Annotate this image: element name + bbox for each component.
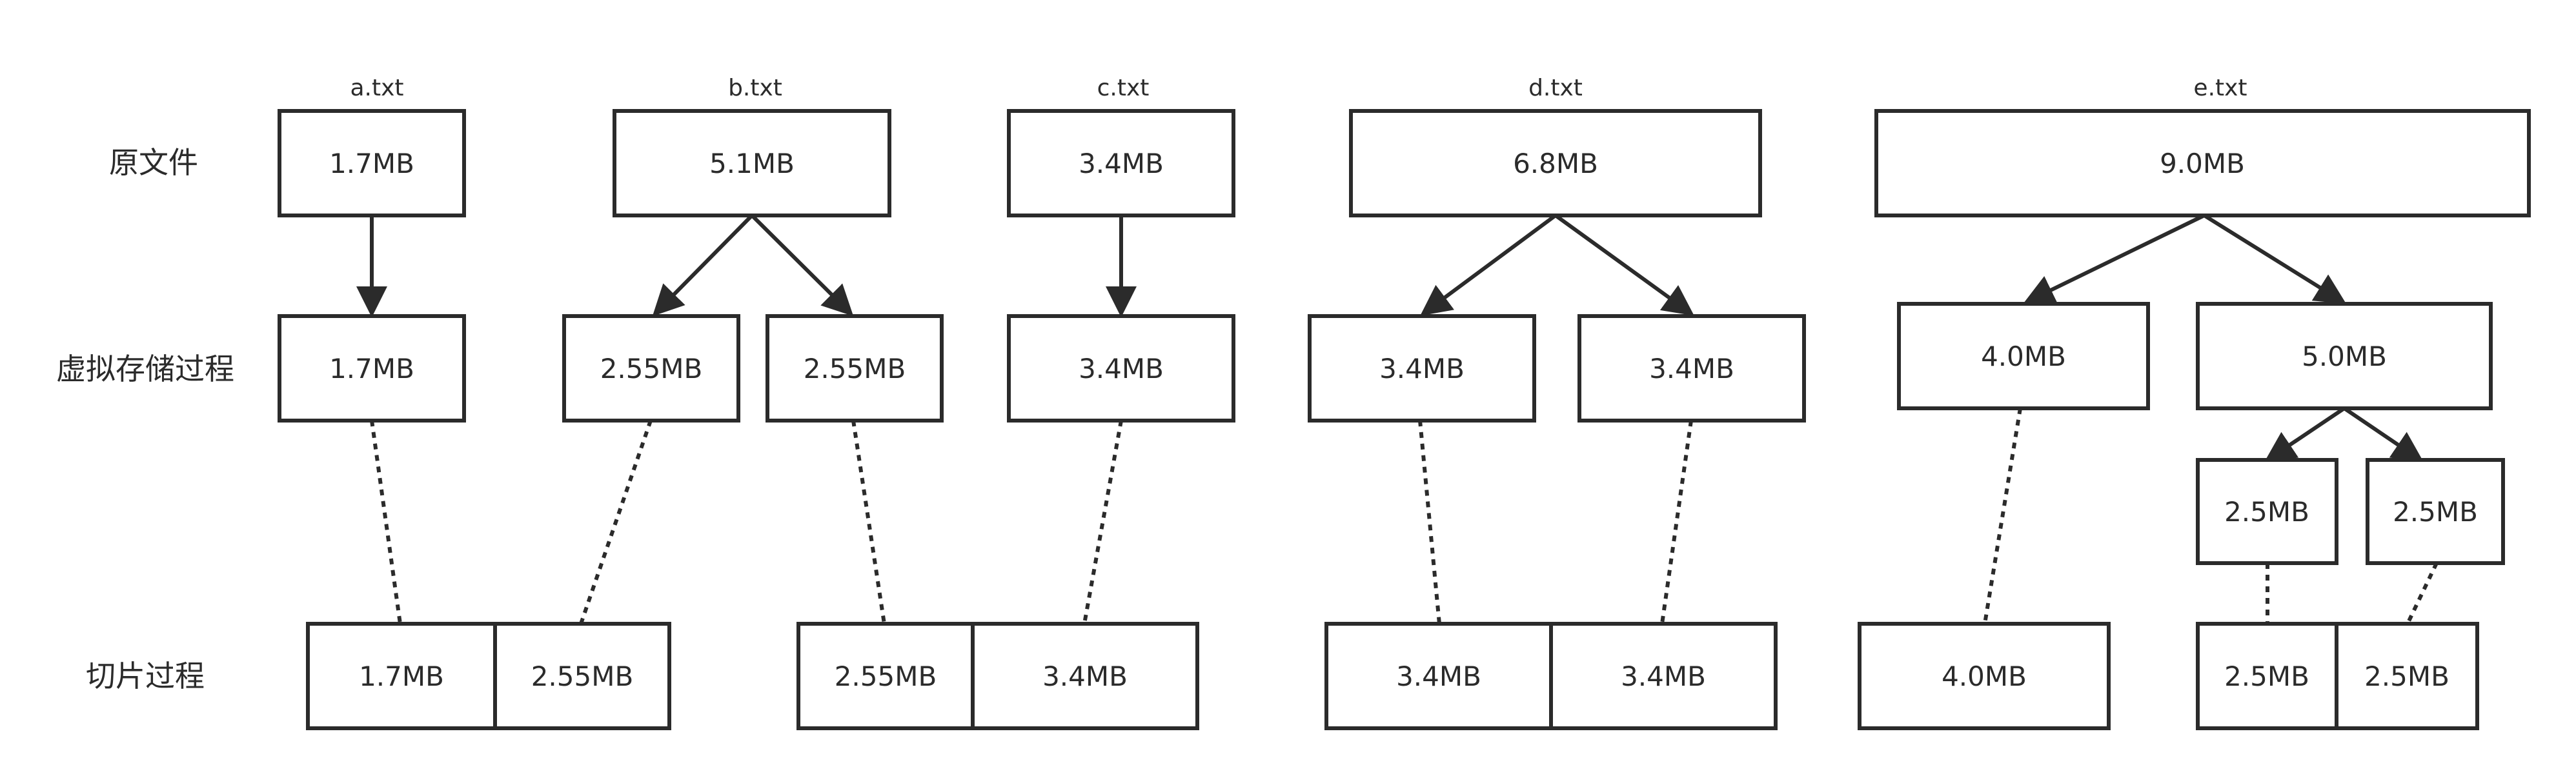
slice-size: 3.4MB bbox=[1396, 661, 1481, 692]
virtual-box bbox=[278, 314, 466, 423]
file-b: b.txt 5.1MB 2.55MB 2.55MB bbox=[562, 75, 944, 423]
virtual-size: 2.55MB bbox=[804, 353, 906, 384]
slice-group: 4.0MB bbox=[1858, 622, 2111, 730]
file-name: b.txt bbox=[728, 75, 782, 101]
original-box bbox=[613, 109, 891, 217]
virtual-size: 4.0MB bbox=[1981, 341, 2066, 372]
slice-box bbox=[1549, 622, 1778, 730]
slice-size: 2.55MB bbox=[835, 661, 937, 692]
original-box bbox=[1349, 109, 1762, 217]
row-label-virtual: 虚拟存储过程 bbox=[56, 352, 234, 386]
slice-group: 1.7MB 2.55MB bbox=[306, 622, 671, 730]
sub-split-box bbox=[2196, 458, 2338, 565]
slice-box bbox=[2335, 622, 2479, 730]
original-box bbox=[278, 109, 466, 217]
file-name: d.txt bbox=[1528, 75, 1583, 101]
slice-box bbox=[1324, 622, 1553, 730]
slice-size: 2.55MB bbox=[531, 661, 634, 692]
virtual-size: 2.55MB bbox=[600, 353, 703, 384]
slice-box bbox=[971, 622, 1199, 730]
row-label-original: 原文件 bbox=[109, 145, 198, 180]
virtual-size: 5.0MB bbox=[2302, 341, 2387, 372]
slice-box bbox=[306, 622, 497, 730]
slice-box bbox=[796, 622, 975, 730]
original-size: 9.0MB bbox=[2160, 148, 2245, 179]
virtual-box bbox=[1577, 314, 1806, 423]
virtual-size: 3.4MB bbox=[1379, 353, 1465, 384]
sub-split-box bbox=[2366, 458, 2505, 565]
file-name: a.txt bbox=[350, 75, 403, 101]
slice-box bbox=[493, 622, 671, 730]
virtual-size: 1.7MB bbox=[329, 353, 414, 384]
virtual-size: 3.4MB bbox=[1649, 353, 1734, 384]
mapping-lines bbox=[370, 408, 2439, 625]
slice-group: 2.5MB 2.5MB bbox=[2196, 622, 2479, 730]
original-size: 6.8MB bbox=[1513, 148, 1598, 179]
slice-size: 4.0MB bbox=[1942, 661, 2027, 692]
file-name: e.txt bbox=[2193, 75, 2247, 101]
original-size: 3.4MB bbox=[1079, 148, 1164, 179]
file-d: d.txt 6.8MB 3.4MB 3.4MB bbox=[1308, 75, 1806, 423]
original-box bbox=[1007, 109, 1235, 217]
virtual-box bbox=[766, 314, 944, 423]
original-size: 5.1MB bbox=[709, 148, 795, 179]
virtual-box bbox=[562, 314, 740, 423]
slice-size: 3.4MB bbox=[1042, 661, 1128, 692]
virtual-box bbox=[1308, 314, 1536, 423]
slice-group: 2.55MB 3.4MB bbox=[796, 622, 1199, 730]
file-c: c.txt 3.4MB 3.4MB bbox=[1007, 75, 1235, 423]
slice-size: 3.4MB bbox=[1621, 661, 1706, 692]
virtual-box bbox=[2196, 302, 2493, 410]
virtual-box bbox=[1007, 314, 1235, 423]
virtual-box bbox=[1897, 302, 2150, 410]
row-label-slicing: 切片过程 bbox=[86, 659, 205, 693]
split-arrows bbox=[356, 214, 2424, 463]
slice-row: 1.7MB 2.55MB 2.55MB 3.4MB 3.4MB 3.4MB 4.… bbox=[306, 622, 2479, 730]
original-box bbox=[1874, 109, 2531, 217]
sub-split-size: 2.5MB bbox=[2224, 496, 2309, 528]
slice-group: 3.4MB 3.4MB bbox=[1324, 622, 1778, 730]
file-name: c.txt bbox=[1097, 75, 1150, 101]
slice-size: 2.5MB bbox=[2224, 661, 2309, 692]
slice-size: 1.7MB bbox=[359, 661, 444, 692]
sub-split-size: 2.5MB bbox=[2393, 496, 2478, 528]
file-a: a.txt 1.7MB 1.7MB bbox=[278, 75, 466, 423]
slice-size: 2.5MB bbox=[2364, 661, 2449, 692]
virtual-size: 3.4MB bbox=[1079, 353, 1164, 384]
file-e: e.txt 9.0MB 4.0MB 5.0MB 2.5MB 2.5MB bbox=[1874, 75, 2531, 565]
slice-box bbox=[2196, 622, 2338, 730]
slice-box bbox=[1858, 622, 2111, 730]
original-size: 1.7MB bbox=[329, 148, 414, 179]
